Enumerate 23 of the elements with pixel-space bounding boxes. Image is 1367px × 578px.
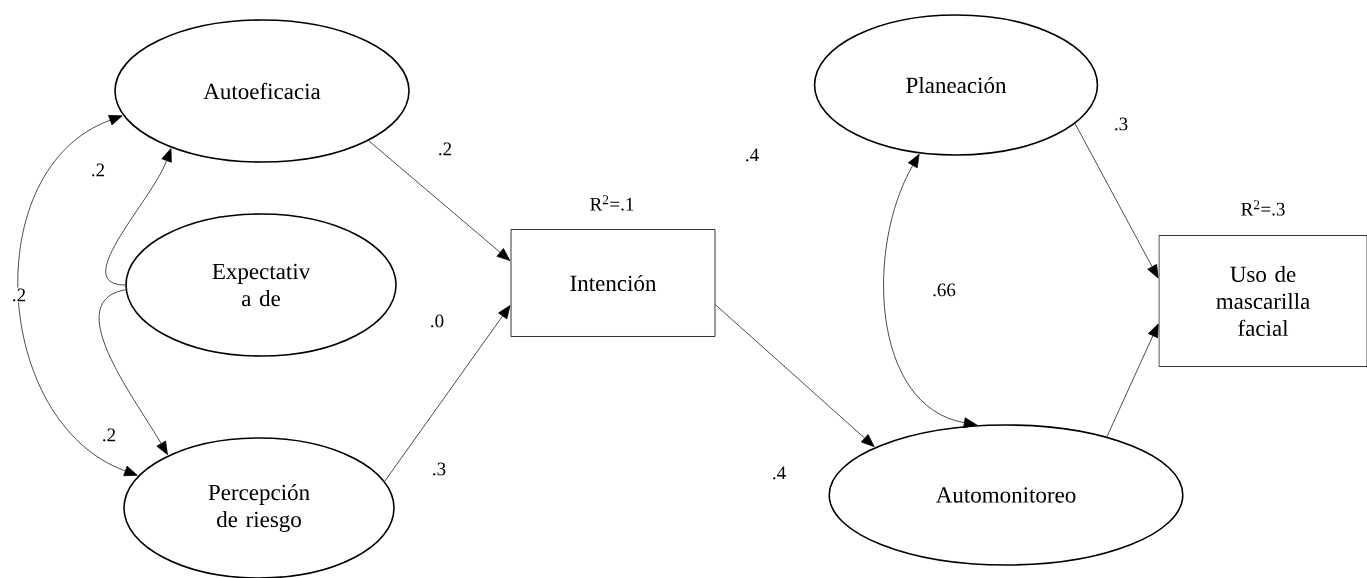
path-coefficient: .2 — [89, 162, 107, 178]
path-arrow — [99, 289, 168, 455]
path-arrow — [384, 305, 511, 482]
path-coefficient: .3 — [1112, 116, 1130, 132]
path-arrow — [883, 153, 978, 429]
path-coefficient: .3 — [430, 461, 448, 477]
path-coefficient: .4 — [770, 465, 788, 481]
path-arrow — [1074, 123, 1159, 279]
path-coefficient: .66 — [931, 282, 957, 298]
path-coefficient: .2 — [10, 287, 28, 303]
observed-variable-box: Intención — [510, 229, 716, 337]
path-coefficient: .2 — [100, 427, 118, 443]
path-arrow — [17, 115, 138, 477]
r-squared-label: R$^{2}$=.1 — [590, 195, 634, 211]
coefficient-label: .4 — [746, 148, 759, 162]
coefficient-label: .0 — [431, 314, 444, 328]
path-arrow — [715, 304, 875, 447]
r-squared-label: R$^{2}$=.3 — [1241, 200, 1285, 216]
path-arrow — [368, 140, 511, 261]
path-arrow — [105, 148, 172, 286]
path-arrow — [1106, 323, 1159, 438]
path-coefficient: .2 — [436, 141, 454, 157]
observed-variable-box: Uso de mascarilla facial — [1158, 235, 1367, 367]
